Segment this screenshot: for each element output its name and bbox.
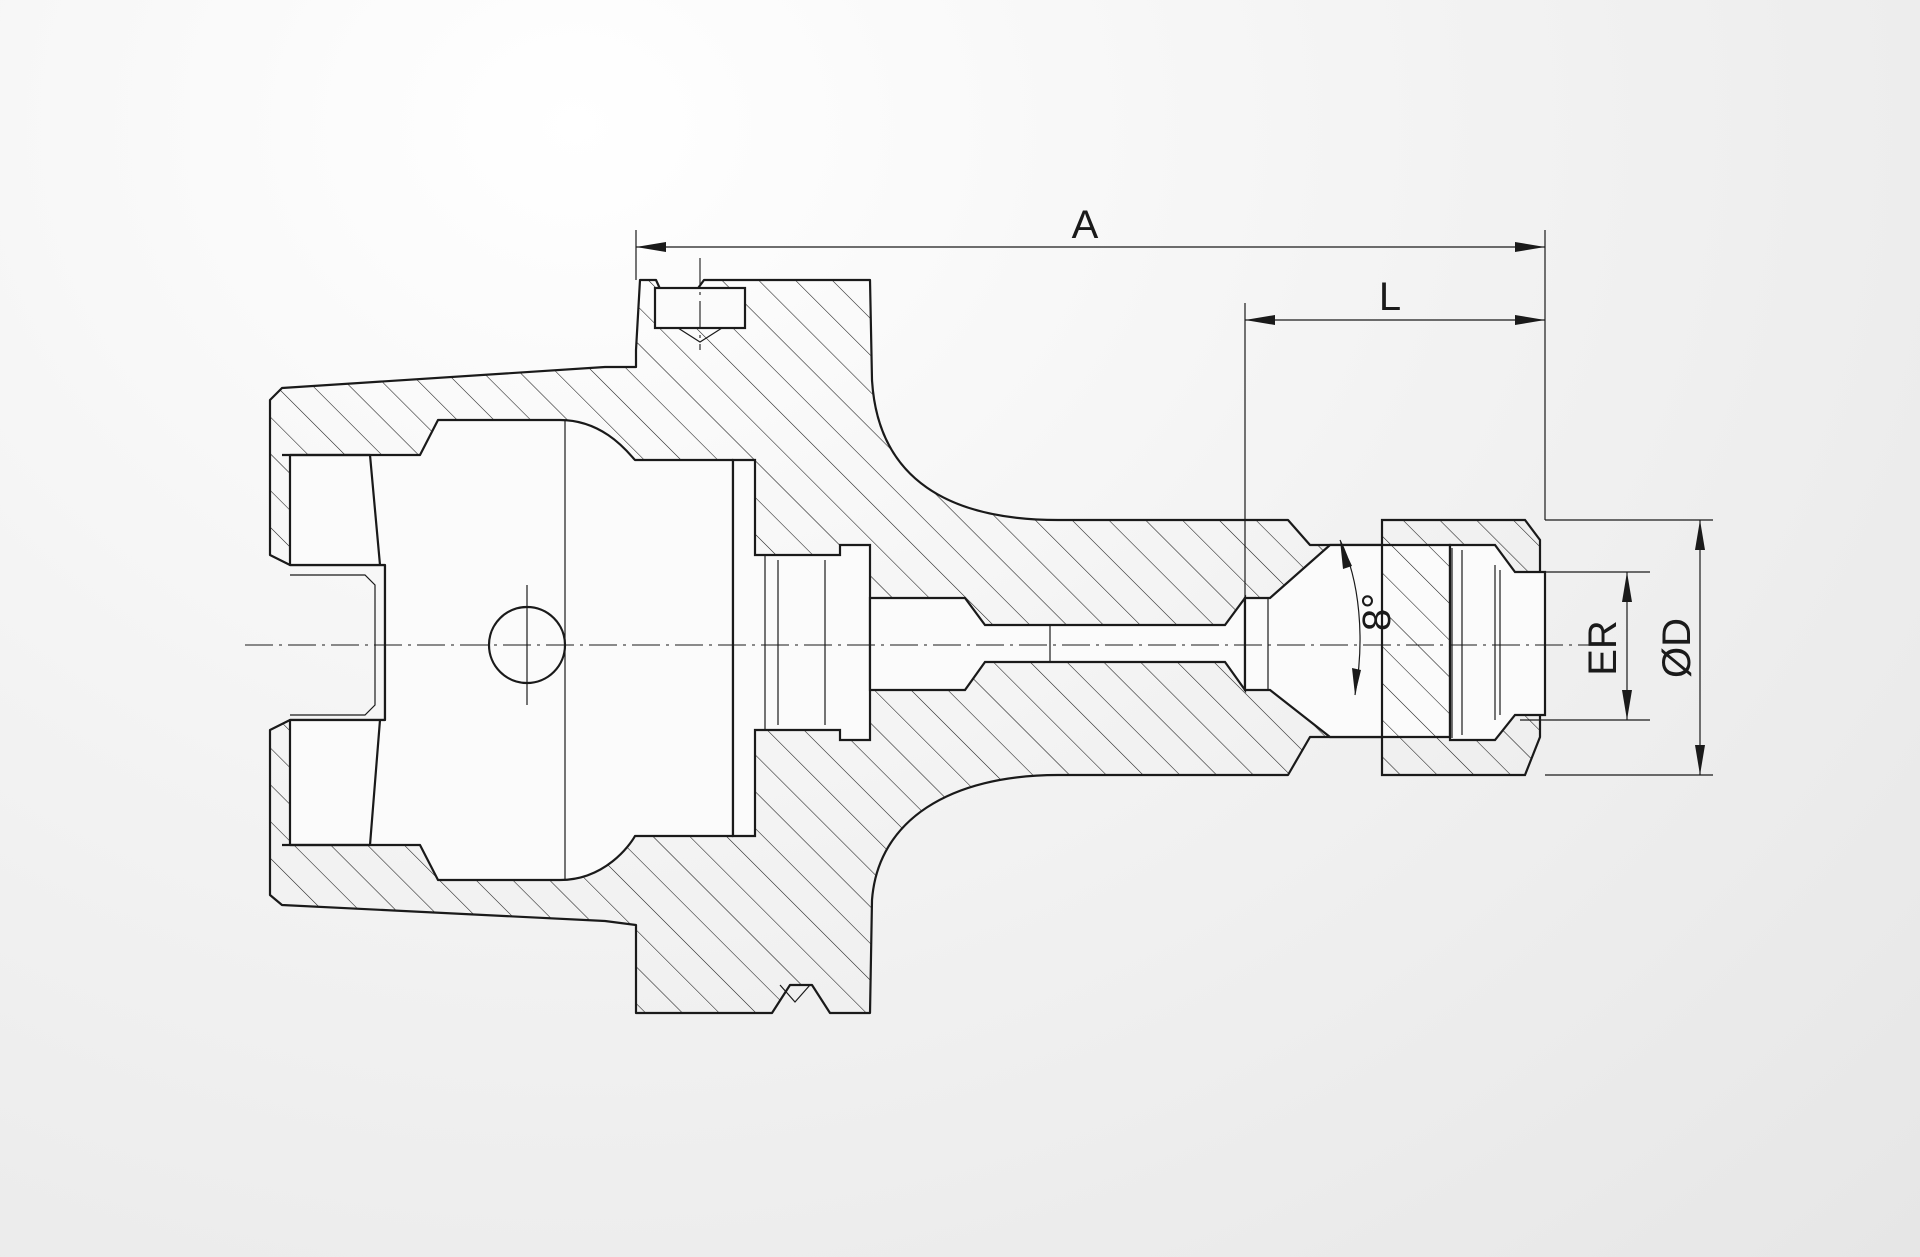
dimension-a-label: A — [1072, 203, 1099, 247]
taper-angle-annotation: 8° — [1339, 539, 1399, 696]
nut-inner — [1448, 543, 1547, 742]
dimension-er-label: ER — [1581, 620, 1625, 676]
drive-slot — [282, 453, 382, 847]
dimension-er: ER — [1520, 571, 1650, 721]
bore-rings — [731, 458, 872, 838]
dimension-d: ØD — [1545, 519, 1713, 776]
dimension-d-label: ØD — [1655, 618, 1699, 678]
taper-angle-label: 8° — [1355, 593, 1399, 631]
holder-section — [268, 278, 1547, 1015]
dimension-a: A — [635, 203, 1546, 520]
dimension-l: L — [1244, 275, 1545, 598]
dimension-l-label: L — [1379, 275, 1401, 319]
